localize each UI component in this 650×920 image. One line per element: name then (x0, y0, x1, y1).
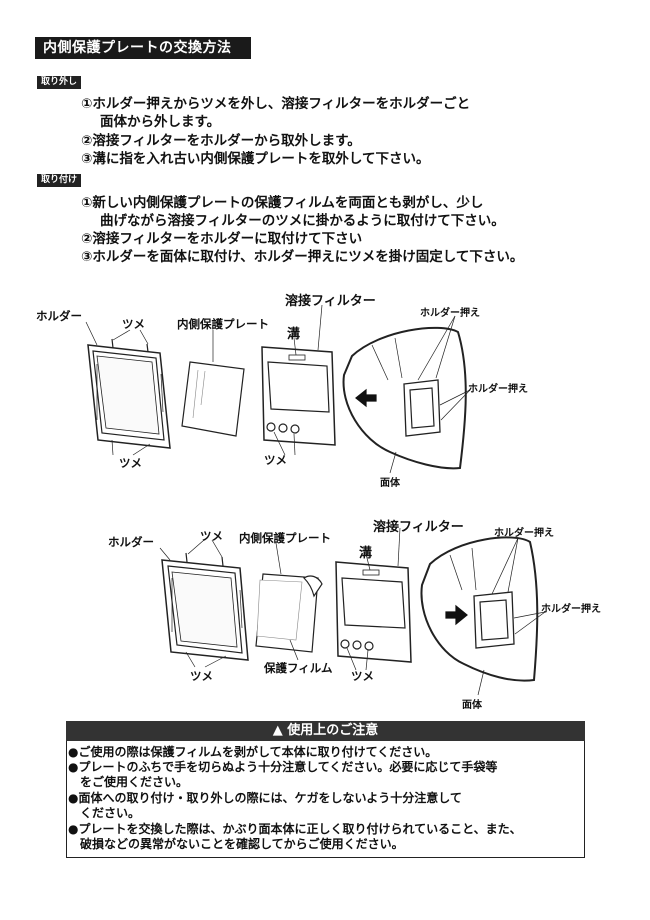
d1-label-tsume-bottom2: ツメ (264, 453, 287, 467)
removal-step-1-cont: 面体から外します。 (100, 114, 221, 130)
warning-icon: ▲ (272, 723, 283, 738)
install-tag: 取り付け (37, 174, 82, 187)
d2-label-protective-film: 保護フィルム (264, 661, 333, 675)
notice-line-1: ●ご使用の際は保護フィルムを剥がして本体に取り付けてください。 (68, 745, 438, 759)
notice-line-2-cont: をご使用ください。 (80, 775, 189, 789)
install-step-1: ①新しい内側保護プレートの保護フィルムを両面とも剥がし、少し (81, 195, 484, 211)
diagram1-leader-lines (85, 304, 471, 474)
d1-label-face: 面体 (380, 478, 400, 489)
d1-label-inner-plate: 内側保護プレート (177, 317, 269, 331)
notice-heading: ▲ 使用上のご注意 (66, 721, 585, 741)
d1-label-tsume-top: ツメ (122, 317, 145, 331)
d2-label-holder-presser-top: ホルダー押え (494, 528, 554, 539)
d1-label-holder-presser-top: ホルダー押え (420, 308, 480, 319)
notice-line-3: ●面体への取り付け・取り外しの際には、ケガをしないよう十分注意して (68, 791, 462, 805)
diagram2-filter (335, 561, 412, 663)
notice-line-2: ●プレートのふちで手を切らぬよう十分注意してください。必要に応じて手袋等 (68, 760, 498, 774)
install-step-3: ③ホルダーを面体に取付け、ホルダー押えにツメを掛け固定して下さい。 (81, 249, 524, 265)
removal-step-2: ②溶接フィルターをホルダーから取外します。 (81, 133, 361, 149)
d2-label-tsume-bottom: ツメ (190, 669, 213, 683)
diagram2-face (420, 536, 539, 682)
diagram1-filter (261, 346, 336, 446)
diagram1-inner-plate (181, 361, 245, 437)
diagram2-inner-plate (255, 573, 323, 653)
d1-label-holder-presser-right: ホルダー押え (468, 384, 528, 395)
notice-line-4: ●プレートを交換した際は、かぶり面本体に正しく取り付けられていること、また、 (68, 822, 522, 836)
removal-step-1: ①ホルダー押えからツメを外し、溶接フィルターをホルダーごと (81, 96, 471, 112)
d2-label-face: 面体 (462, 700, 482, 711)
d2-label-tsume-bottom2: ツメ (351, 669, 374, 683)
notice-line-3-cont: ください。 (80, 806, 141, 820)
diagram2-holder (161, 552, 249, 661)
notice-heading-text: 使用上のご注意 (287, 723, 379, 738)
removal-step-3: ③溝に指を入れ古い内側保護プレートを取外して下さい。 (81, 151, 430, 167)
d2-label-holder: ホルダー (108, 535, 154, 549)
d2-label-holder-presser-right: ホルダー押え (541, 604, 601, 615)
install-step-1-cont: 曲げながら溶接フィルターのツメに掛かるように取付けて下さい。 (100, 213, 505, 229)
d2-label-inner-plate: 内側保護プレート (239, 531, 331, 545)
d2-label-groove: 溝 (359, 546, 373, 561)
page-title: 内側保護プレートの交換方法 (35, 37, 251, 59)
d2-label-tsume-top: ツメ (200, 529, 223, 543)
d1-label-tsume-bottom: ツメ (119, 456, 142, 470)
diagram1-face (342, 326, 467, 470)
d2-label-filter: 溶接フィルター (373, 520, 464, 535)
install-step-2: ②溶接フィルターをホルダーに取付けて下さい (81, 231, 363, 247)
notice-line-4-cont: 破損などの異常がないことを確認してからご使用ください。 (80, 837, 404, 851)
diagram1-holder (87, 338, 171, 449)
removal-tag: 取り外し (37, 76, 82, 89)
d1-label-groove: 溝 (287, 327, 301, 342)
d1-label-holder: ホルダー (36, 309, 82, 323)
d1-label-filter: 溶接フィルター (285, 294, 376, 309)
diagram2-leader-lines (159, 527, 546, 696)
